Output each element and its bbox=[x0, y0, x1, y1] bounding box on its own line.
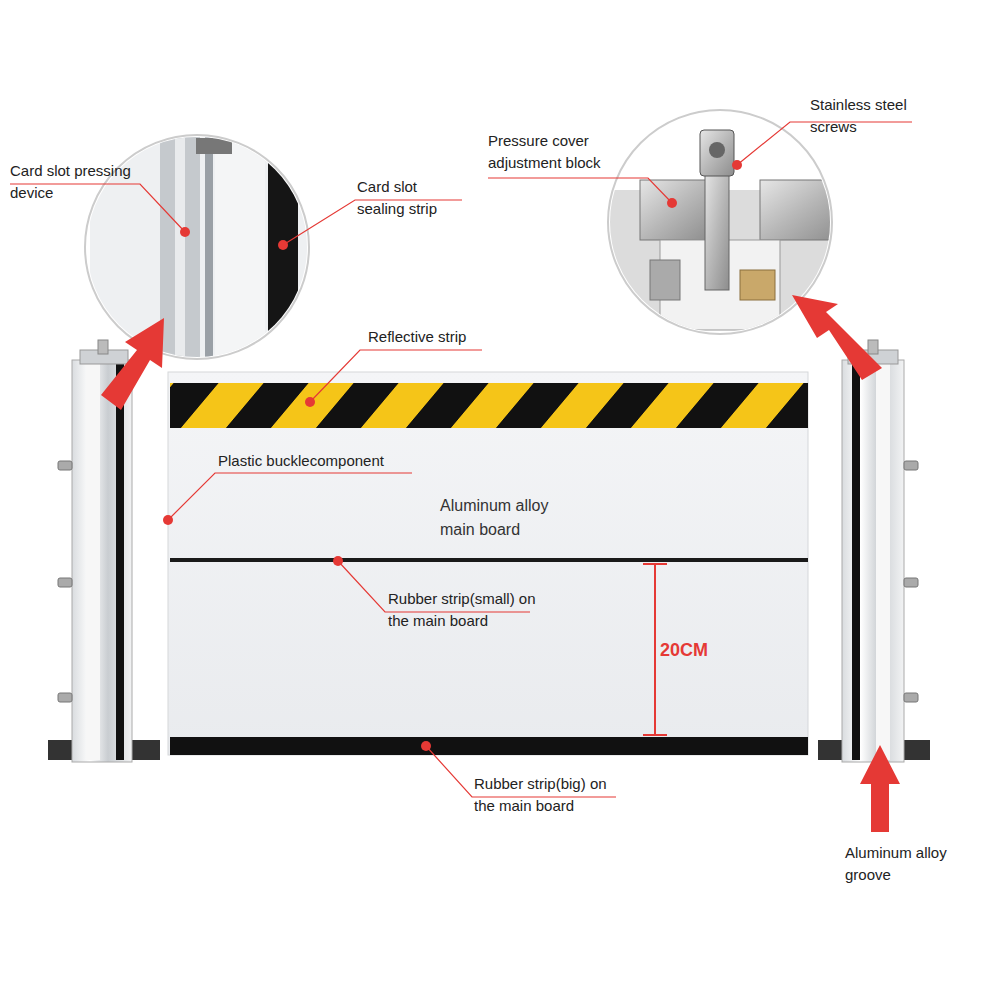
board-label: Aluminum alloy main board bbox=[440, 494, 580, 542]
part-label: Pressure cover adjustment block bbox=[488, 130, 653, 174]
pointer-arrow bbox=[101, 295, 900, 832]
part-label: Reflective strip bbox=[368, 326, 508, 348]
leader-line bbox=[10, 122, 912, 797]
part-label: Rubber strip(big) on the main board bbox=[474, 773, 624, 817]
dimension-label: 20CM bbox=[660, 639, 730, 661]
callout-dot bbox=[163, 160, 742, 751]
part-label: Stainless steel screws bbox=[810, 94, 920, 138]
part-label: Plastic bucklecomponent bbox=[218, 450, 418, 472]
main-board-node: Aluminum alloy main board bbox=[168, 372, 808, 755]
part-label: Card slot pressing device bbox=[10, 160, 145, 204]
left-groove-post bbox=[48, 340, 160, 762]
part-label: Rubber strip(small) on the main board bbox=[388, 588, 538, 632]
part-label: Card slot sealing strip bbox=[357, 176, 467, 220]
right-groove-post bbox=[818, 340, 930, 762]
main-board bbox=[168, 372, 808, 755]
part-label: Aluminum alloy groove bbox=[845, 842, 955, 886]
